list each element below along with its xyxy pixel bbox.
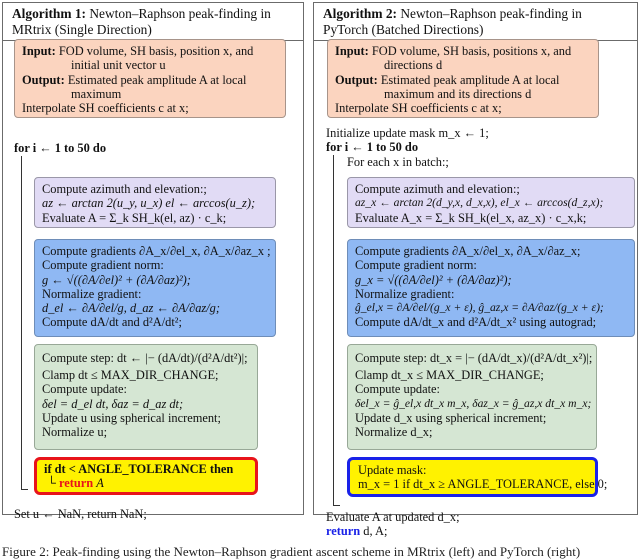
green-line-2: Clamp dt ≤ MAX_DIR_CHANGE; <box>42 368 219 382</box>
purple-line-2: az ← arctan 2(u_y, u_x) el ← arccos(u_z)… <box>42 196 256 211</box>
mask-line-2: m_x = 1 if dt_x ≥ ANGLE_TOLERANCE, else … <box>358 477 608 492</box>
return-keyword: return <box>58 476 94 491</box>
green-line-2: Clamp dt_x ≤ MAX_DIR_CHANGE; <box>355 368 544 382</box>
algorithm-2-header: Algorithm 2: Newton–Raphson peak-finding… <box>314 3 637 41</box>
green-line-1: Compute step: dt ← |− (dA/dt)/(d²A/dt²)|… <box>42 351 248 365</box>
algorithm-1-step-box: Compute step: dt ← |− (dA/dt)/(d²A/dt²)|… <box>34 344 258 450</box>
algorithm-1-title: Newton–Raphson peak-finding in MRtrix (S… <box>12 6 271 37</box>
algorithm-2-gradient-box: Compute gradients ∂A_x/∂el_x, ∂A_x/∂az_x… <box>347 239 635 337</box>
algorithm-2-loop-end <box>333 505 340 506</box>
output-text-cont: maximum <box>71 86 122 101</box>
interpolate-line: Interpolate SH coefficients c at x; <box>22 101 189 116</box>
blue-line-3: g_x = √((∂A/∂el)² + (∂A/∂az)²); <box>355 272 512 287</box>
figure-caption: Figure 2: Peak-finding using the Newton–… <box>2 544 581 559</box>
green-line-5: Update d_x using spherical increment; <box>355 410 547 425</box>
green-line-5: Update u using spherical increment; <box>42 410 221 425</box>
algorithm-1-final-line: Set u ← NaN, return NaN; <box>14 507 147 521</box>
green-line-6: Normalize d_x; <box>355 425 433 440</box>
green-line-4: δel = d_el dt, δaz = d_az dt; <box>42 396 184 411</box>
algorithm-2-init-mask: Initialize update mask m_x ← 1; <box>326 126 489 140</box>
blue-line-2: Compute gradient norm: <box>355 258 477 273</box>
green-line-4: δel_x = ĝ_el,x dt_x m_x, δaz_x = ĝ_az,x … <box>355 396 592 410</box>
blue-line-4: Normalize gradient: <box>355 286 455 301</box>
algorithm-1-loop-bar <box>21 156 22 489</box>
return-value: d, A; <box>363 524 388 538</box>
blue-line-1: Compute gradients ∂A_x/∂el_x, ∂A_x/∂az_x… <box>42 244 271 258</box>
output-text-cont: maximum and its directions d <box>384 86 532 101</box>
algorithm-1-angle-box: Compute azimuth and elevation:; az ← arc… <box>34 177 276 228</box>
interpolate-line: Interpolate SH coefficients c at x; <box>335 101 502 116</box>
algorithm-1-gradient-box: Compute gradients ∂A_x/∂el_x, ∂A_x/∂az_x… <box>34 239 276 337</box>
mask-line-1: Update mask: <box>358 463 427 477</box>
green-line-3: Compute update: <box>355 382 440 397</box>
purple-line-2: az_x ← arctan 2(d_y,x, d_x,x), el_x ← ar… <box>355 196 604 210</box>
algorithm-2-io-box: Input: FOD volume, SH basis, positions x… <box>327 39 599 118</box>
input-text-cont: initial unit vector u <box>71 58 166 73</box>
output-label: Output: <box>22 72 65 87</box>
output-text: Estimated peak amplitude A at local <box>67 72 247 87</box>
purple-line-3: Evaluate A_x = Σ_k SH_k(el_x, az_x) · c_… <box>355 210 587 225</box>
algorithm-1-tolerance-check: if dt < ANGLE_TOLERANCE then └ return A <box>34 457 258 495</box>
blue-line-6: Compute dA/dt_x and d²A/dt_x² using auto… <box>355 315 597 330</box>
purple-line-1: Compute azimuth and elevation:; <box>355 182 520 196</box>
green-line-6: Normalize u; <box>42 425 108 440</box>
purple-line-1: Compute azimuth and elevation:; <box>42 182 207 196</box>
return-value: A <box>96 476 104 491</box>
algorithm-2-evaluate: Evaluate A at updated d_x; <box>326 510 460 524</box>
algorithm-2-mask-box: Update mask: m_x = 1 if dt_x ≥ ANGLE_TOL… <box>347 457 608 497</box>
algorithm-1-loop-end <box>21 489 28 490</box>
output-label: Output: <box>335 72 378 87</box>
input-text-cont: directions d <box>384 58 443 73</box>
input-text: FOD volume, SH basis, positions x, and <box>371 44 572 58</box>
blue-line-1: Compute gradients ∂A_x/∂el_x, ∂A_x/∂az_x… <box>355 244 581 258</box>
algorithm-2-angle-box: Compute azimuth and elevation:; az_x ← a… <box>347 177 635 228</box>
algorithm-2-for-loop: for i ← 1 to 50 do <box>326 140 419 154</box>
input-label: Input: <box>335 44 369 58</box>
algorithm-2-step-box: Compute step: dt_x = |− (dA/dt_x)/(d²A/d… <box>347 344 597 450</box>
algorithm-1-for-loop: for i ← 1 to 50 do <box>14 141 107 155</box>
input-label: Input: <box>22 44 56 58</box>
return-keyword: return <box>326 524 361 538</box>
blue-line-5: d_el ← ∂A/∂el/g, d_az ← ∂A/∂az/g; <box>42 301 220 316</box>
blue-line-6: Compute dA/dt and d²A/dt²; <box>42 315 182 330</box>
blue-line-2: Compute gradient norm: <box>42 258 164 273</box>
input-text: FOD volume, SH basis, position x, and <box>58 44 254 58</box>
algorithm-1-io-box: Input: FOD volume, SH basis, position x,… <box>14 39 286 118</box>
algorithm-1-label: Algorithm 1: <box>12 6 87 21</box>
algorithm-2-title: Newton–Raphson peak-finding in PyTorch (… <box>323 6 582 37</box>
algorithm-2-label: Algorithm 2: <box>323 6 398 21</box>
algorithm-2-return-line: return d, A; <box>326 524 387 538</box>
output-text: Estimated peak amplitude A at local <box>380 72 560 87</box>
purple-line-3: Evaluate A = Σ_k SH_k(el, az) · c_k; <box>42 210 227 225</box>
blue-line-4: Normalize gradient: <box>42 286 142 301</box>
blue-line-3: g ← √((∂A/∂el)² + (∂A/∂az)²); <box>42 272 191 287</box>
blue-line-5: ĝ_el,x = ∂A/∂el/(g_x + ε), ĝ_az,x = ∂A/∂… <box>355 301 604 315</box>
if-tolerance-line: if dt < ANGLE_TOLERANCE then <box>44 462 234 476</box>
green-line-3: Compute update: <box>42 382 127 397</box>
algorithm-2-loop-bar <box>333 155 334 505</box>
green-line-1: Compute step: dt_x = |− (dA/dt_x)/(d²A/d… <box>355 351 593 365</box>
algorithm-2-for-each: For each x in batch:; <box>347 155 449 169</box>
algorithm-1-header: Algorithm 1: Newton–Raphson peak-finding… <box>3 3 303 41</box>
